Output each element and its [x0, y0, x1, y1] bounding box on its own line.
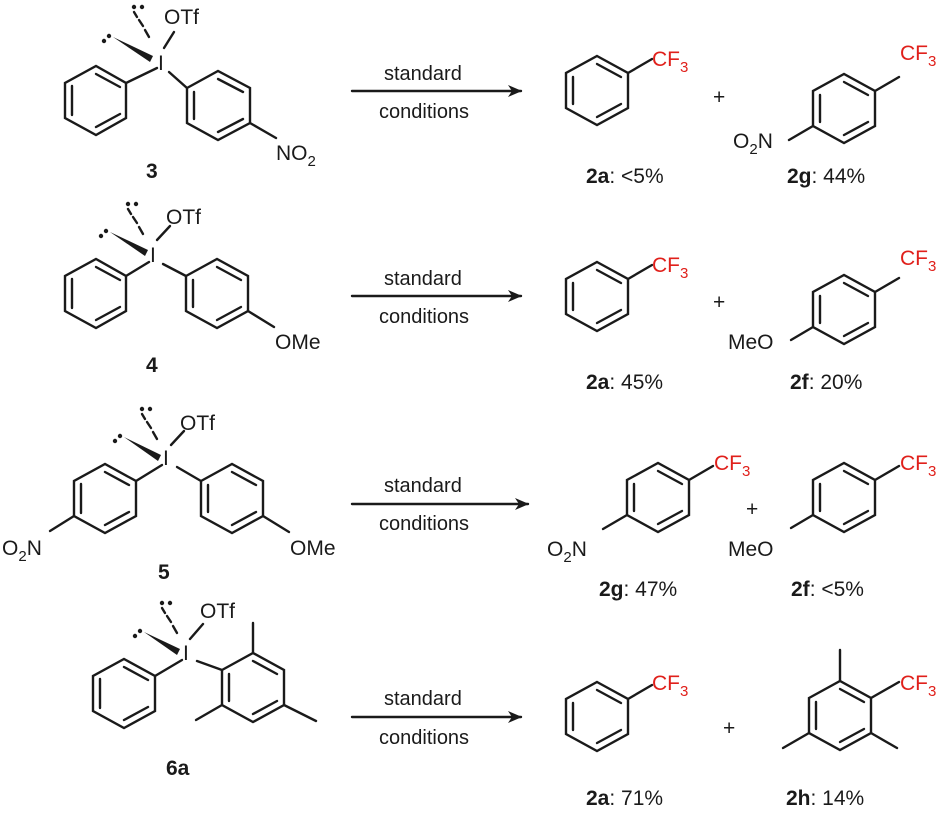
mesityl-ring — [194, 621, 318, 724]
product-2h-structure: CF3 — [781, 648, 936, 752]
cf3-label: CF3 — [714, 452, 750, 480]
condition-top-4: standard — [384, 688, 462, 710]
cf3-label: CF3 — [900, 672, 936, 700]
product-2a-structure: CF3 — [564, 254, 688, 333]
nitrophenyl-ring — [185, 69, 278, 142]
row-1: I OTf — [63, 4, 936, 188]
reaction-arrow-2: standard conditions — [350, 268, 523, 328]
product-2a-structure: CF3 — [564, 672, 688, 753]
meo-label: MeO — [728, 331, 774, 354]
reactant-5-structure: I OTf O2N OMe — [2, 406, 336, 565]
reactant-4-structure: I OTf OMe — [63, 201, 321, 354]
product-2g-structure: CF3 O2N — [547, 452, 750, 566]
o2n-label: O2N — [547, 538, 587, 566]
product-2f-structure: CF3 MeO — [728, 452, 936, 561]
yield-2g: 2g: 47% — [599, 578, 677, 601]
phenyl-ring — [63, 257, 128, 330]
methyl-bond — [282, 703, 318, 723]
plus-sign: + — [746, 498, 758, 521]
iodine-atom: I — [158, 52, 164, 75]
reactant-6a-structure: I OTf — [91, 600, 318, 730]
lone-pair-dashes — [132, 10, 151, 39]
cf3-label: CF3 — [900, 452, 936, 480]
no2-label: NO2 — [276, 142, 316, 170]
cf3-label: CF3 — [900, 42, 936, 70]
reaction-arrow-4: standard conditions — [350, 688, 523, 749]
methyl-bond — [194, 703, 224, 722]
methyl-bond — [781, 731, 811, 750]
reaction-arrow-3: standard conditions — [350, 475, 530, 535]
row-4: I OTf 6a — [91, 600, 936, 810]
otf-label: OTf — [164, 6, 199, 29]
row-2: I OTf OMe 4 — [63, 201, 936, 394]
iodine-atom: I — [150, 244, 156, 267]
product-2g-structure: CF3 O2N — [733, 42, 936, 158]
row-3: I OTf O2N OMe — [2, 406, 936, 601]
reactant-3-structure: I OTf — [63, 4, 316, 170]
condition-bottom-1: conditions — [379, 101, 469, 123]
methyl-bond — [869, 731, 899, 750]
iodine-atom: I — [183, 642, 189, 665]
condition-bottom-3: conditions — [379, 513, 469, 535]
cf3-label: CF3 — [652, 48, 688, 76]
condition-top-1: standard — [384, 63, 462, 85]
otf-label: OTf — [200, 600, 235, 623]
yield-2a: 2a: <5% — [586, 165, 664, 188]
compound-label-4: 4 — [146, 354, 158, 377]
ome-label: OMe — [275, 331, 321, 354]
condition-bottom-4: conditions — [379, 727, 469, 749]
yield-2f: 2f: 20% — [790, 371, 862, 394]
compound-label-5: 5 — [158, 561, 170, 584]
phenyl-ring — [91, 657, 157, 730]
meo-label: MeO — [728, 538, 774, 561]
cf3-label: CF3 — [900, 247, 936, 275]
condition-top-3: standard — [384, 475, 462, 497]
yield-2f: 2f: <5% — [791, 578, 864, 601]
otf-label: OTf — [180, 412, 215, 435]
yield-2g: 2g: 44% — [787, 165, 865, 188]
yield-2h: 2h: 14% — [786, 787, 864, 810]
nitrophenyl-ring — [48, 462, 138, 535]
condition-top-2: standard — [384, 268, 462, 290]
methoxyphenyl-ring — [184, 257, 276, 330]
phenyl-ring — [63, 64, 128, 137]
yield-2a: 2a: 45% — [586, 371, 663, 394]
cf3-label: CF3 — [652, 672, 688, 700]
plus-sign: + — [713, 86, 725, 109]
o2n-label: O2N — [2, 537, 42, 565]
yield-2a: 2a: 71% — [586, 787, 663, 810]
methoxyphenyl-ring — [199, 462, 291, 535]
ome-label: OMe — [290, 537, 336, 560]
o2n-label: O2N — [733, 130, 773, 158]
cf3-label: CF3 — [652, 254, 688, 282]
product-2f-structure: CF3 MeO — [728, 247, 936, 354]
compound-label-3: 3 — [146, 160, 158, 183]
product-2a-structure: CF3 — [564, 48, 688, 127]
reaction-arrow-1: standard conditions — [350, 63, 523, 123]
compound-label-6a: 6a — [166, 757, 190, 780]
condition-bottom-2: conditions — [379, 306, 469, 328]
plus-sign: + — [713, 291, 725, 314]
plus-sign: + — [723, 717, 735, 740]
iodine-atom: I — [163, 447, 169, 470]
otf-label: OTf — [166, 206, 201, 229]
